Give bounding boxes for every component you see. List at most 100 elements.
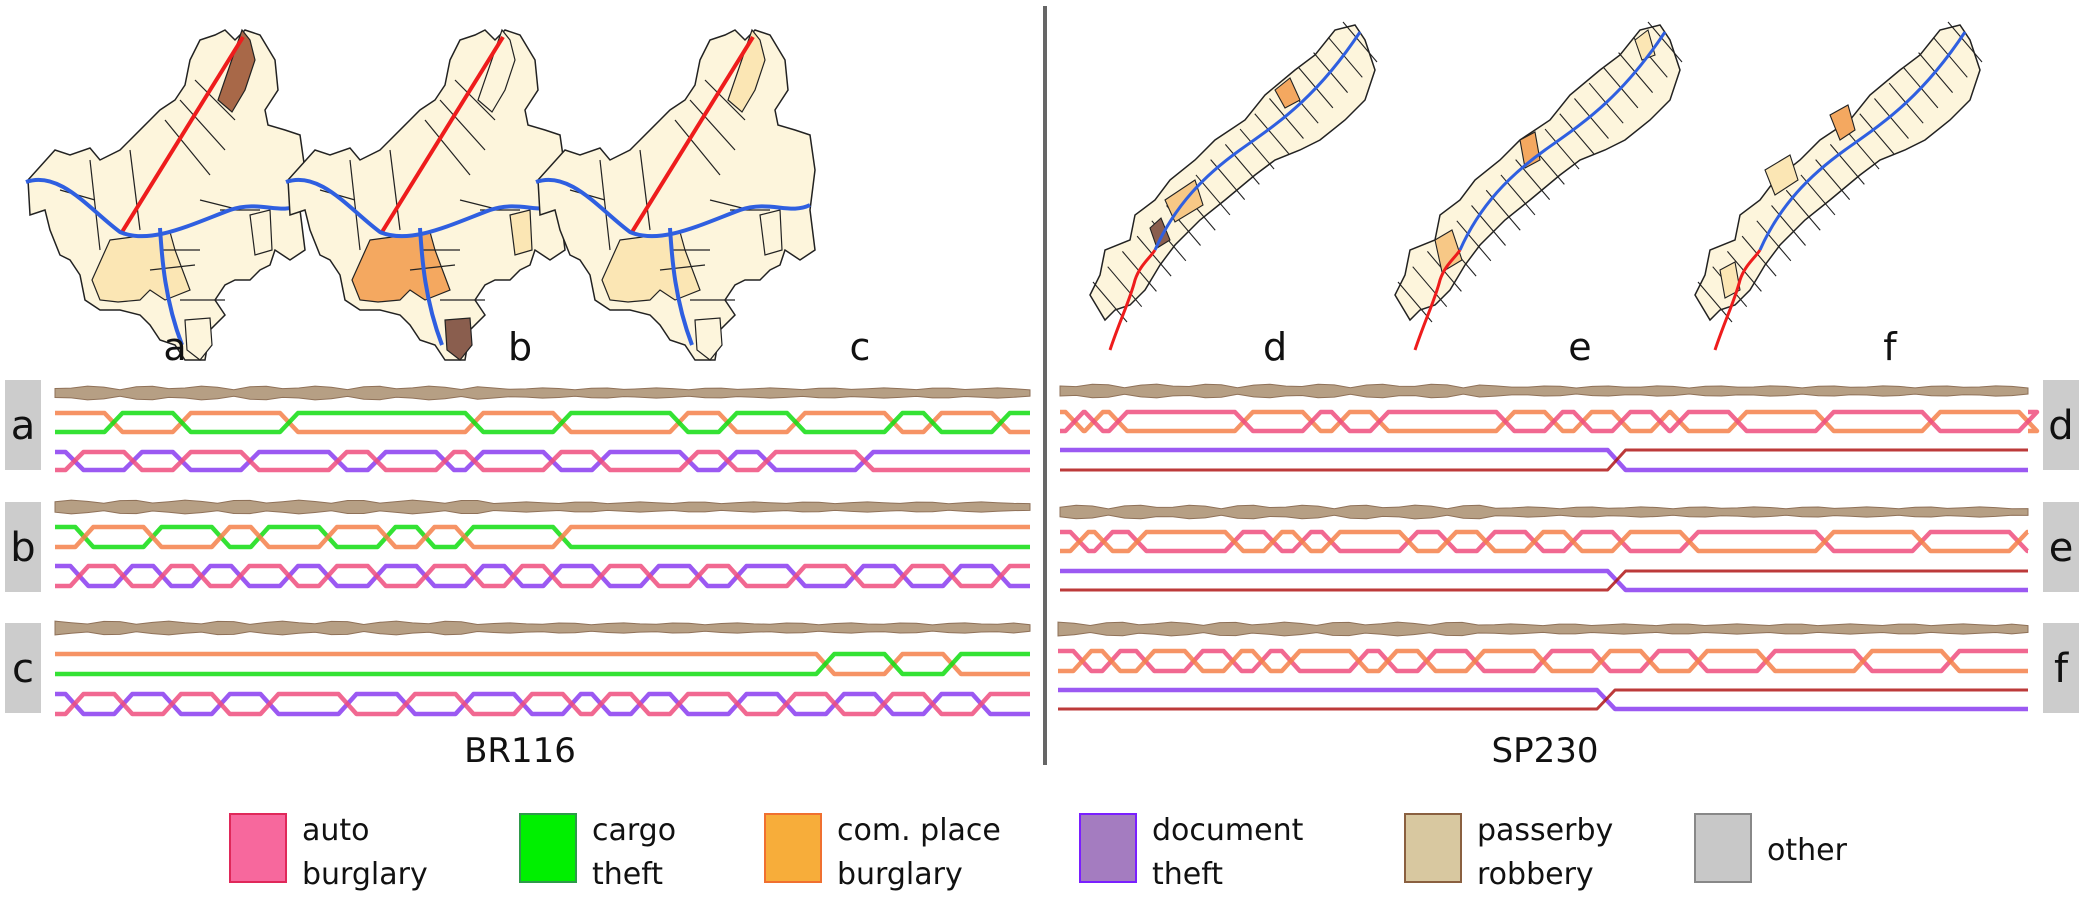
- legend-label-line2: burglary: [302, 857, 428, 892]
- series-doc: [1060, 568, 2028, 593]
- map-boundary: [704, 79, 746, 121]
- series-doc: [1060, 447, 2028, 473]
- road-red: [630, 35, 755, 234]
- legend-label-line2: theft: [592, 857, 663, 892]
- panel-label-b: b: [10, 525, 35, 571]
- map-boundary: [194, 79, 236, 121]
- map-boundary: [424, 119, 471, 176]
- map-boundary: [1136, 235, 1172, 277]
- road-red: [120, 35, 245, 234]
- map-district: [694, 317, 723, 361]
- map-e: [1394, 21, 1683, 351]
- panel-label-a: a: [11, 403, 36, 449]
- legend-label-line1: auto: [302, 813, 370, 848]
- map-boundary: [1859, 113, 1895, 155]
- map-outline: [27, 29, 306, 361]
- legend-label-line1: other: [1767, 833, 1848, 868]
- map-boundary: [1515, 159, 1551, 201]
- map-boundary: [1844, 128, 1880, 170]
- series-passerby: [54, 499, 1031, 515]
- storyline-panel-e: e: [1059, 502, 2079, 593]
- map-boundary: [1574, 98, 1609, 139]
- series-doc: [1058, 687, 2028, 712]
- road-blue-branch: [668, 227, 694, 346]
- legend-swatch: [1079, 813, 1137, 883]
- map-boundary: [1874, 98, 1909, 139]
- road-blue: [1758, 31, 1967, 251]
- map-boundary: [89, 159, 101, 251]
- map-boundary: [389, 149, 401, 231]
- map-label-e: e: [1568, 325, 1591, 369]
- map-boundary: [454, 79, 496, 121]
- map-district: [444, 317, 473, 361]
- road-blue-branch: [158, 227, 184, 346]
- series-passerby: [54, 385, 1031, 401]
- series-auto: [55, 563, 1030, 589]
- road-blue: [1153, 31, 1362, 251]
- map-boundary: [179, 99, 226, 151]
- map-boundary: [129, 149, 141, 231]
- road-blue: [1458, 31, 1667, 251]
- series-passerby: [1059, 504, 2029, 520]
- legend-label-line1: com. place: [837, 813, 1001, 848]
- legend-label-line2: theft: [1152, 857, 1223, 892]
- series-passerby: [1057, 621, 2029, 637]
- series-other: [1060, 448, 2028, 472]
- map-f: [1694, 21, 1983, 351]
- map-boundary: [639, 149, 651, 231]
- series-other: [1058, 688, 2028, 711]
- series-com: [1060, 529, 2030, 554]
- map-c: [535, 28, 816, 361]
- panel-label-d: d: [2048, 403, 2073, 449]
- map-boundary: [1544, 128, 1580, 170]
- series-doc: [55, 449, 1030, 473]
- map-a: [25, 28, 306, 361]
- road-blue: [535, 178, 811, 239]
- road-blue: [285, 178, 561, 239]
- map-boundary: [1471, 205, 1506, 246]
- legend-label-line2: robbery: [1477, 857, 1594, 892]
- map-label-a: a: [163, 325, 186, 369]
- road-red: [1713, 249, 1762, 351]
- road-red: [380, 35, 505, 234]
- map-boundary: [1254, 113, 1290, 155]
- legend-swatch: [1404, 813, 1462, 883]
- map-b: [285, 28, 566, 361]
- series-auto: [1058, 648, 2028, 674]
- map-label-d: d: [1263, 325, 1287, 369]
- map-boundary: [1771, 205, 1806, 246]
- map-boundary: [1829, 143, 1865, 185]
- road-red: [1413, 249, 1462, 351]
- map-boundary: [439, 99, 486, 151]
- map-district: [509, 209, 533, 256]
- series-com: [55, 410, 1030, 435]
- series-cargo: [55, 651, 1030, 677]
- storyline-panel-b: b: [5, 499, 1031, 592]
- map-district: [1274, 77, 1301, 109]
- map-boundary: [1327, 36, 1363, 78]
- panel-label-c: c: [12, 646, 34, 692]
- map-district: [1764, 154, 1799, 196]
- map-boundary: [1239, 128, 1275, 170]
- map-district: [759, 209, 783, 256]
- map-district: [477, 28, 516, 113]
- series-passerby: [54, 620, 1031, 636]
- series-cargo: [55, 524, 1030, 550]
- group-title-sp230: SP230: [1492, 731, 1599, 771]
- legend-label-line1: passerby: [1477, 813, 1613, 848]
- map-boundary: [349, 159, 361, 251]
- series-passerby: [1059, 383, 2029, 399]
- map-boundary: [1456, 220, 1492, 262]
- legend-swatch: [229, 813, 287, 883]
- panel-label-box: [5, 502, 41, 592]
- map-boundary: [1224, 143, 1260, 185]
- legend-swatch: [519, 813, 577, 883]
- map-boundary: [1741, 235, 1777, 277]
- map-boundary: [674, 119, 721, 176]
- map-boundary: [1815, 159, 1851, 201]
- series-com: [1058, 648, 2028, 674]
- map-d: [1089, 21, 1378, 351]
